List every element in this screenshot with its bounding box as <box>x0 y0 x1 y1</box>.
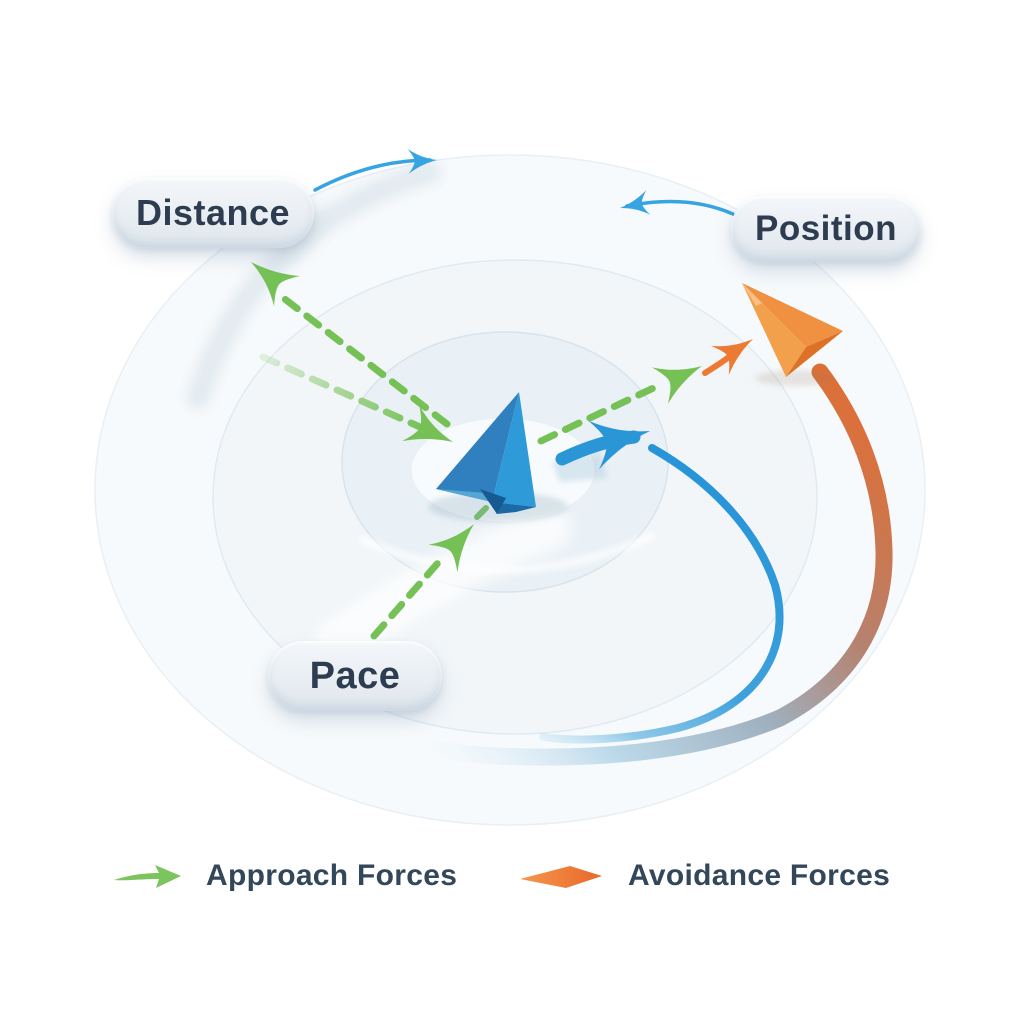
orange-paper-plane <box>742 283 843 377</box>
label-distance-text: Distance <box>135 192 291 233</box>
avoidance-arrow-icon <box>520 866 602 888</box>
orbit-arrow-right <box>617 190 735 221</box>
avoidance-arrow <box>702 324 763 376</box>
approach-arrow-inbound-left <box>259 353 462 461</box>
orbit-arrow-left <box>313 147 438 192</box>
blue-paper-plane <box>436 392 536 514</box>
label-pace: Pace <box>268 641 442 711</box>
legend-avoidance-text: Avoidance Forces <box>628 859 891 892</box>
approach-arrow-position <box>537 347 711 445</box>
approach-arrow-distance <box>238 246 451 428</box>
orbit-arrows <box>313 147 735 221</box>
orange-plane-shadow <box>755 370 835 386</box>
legend-approach-text: Approach Forces <box>206 859 458 892</box>
label-position: Position <box>731 196 921 262</box>
label-position-text: Position <box>754 209 898 248</box>
velocity-swoosh <box>539 406 784 744</box>
decorative-bands <box>186 160 656 665</box>
velocity-arrow <box>555 406 657 470</box>
approach-arrows <box>238 246 711 640</box>
legend-approach: Approach Forces <box>112 856 457 896</box>
label-pace-text: Pace <box>309 654 401 697</box>
approach-arrow-icon <box>114 865 181 888</box>
legend-avoidance: Avoidance Forces <box>518 856 890 896</box>
avoidance-trail <box>423 363 893 766</box>
label-distance: Distance <box>112 178 314 248</box>
